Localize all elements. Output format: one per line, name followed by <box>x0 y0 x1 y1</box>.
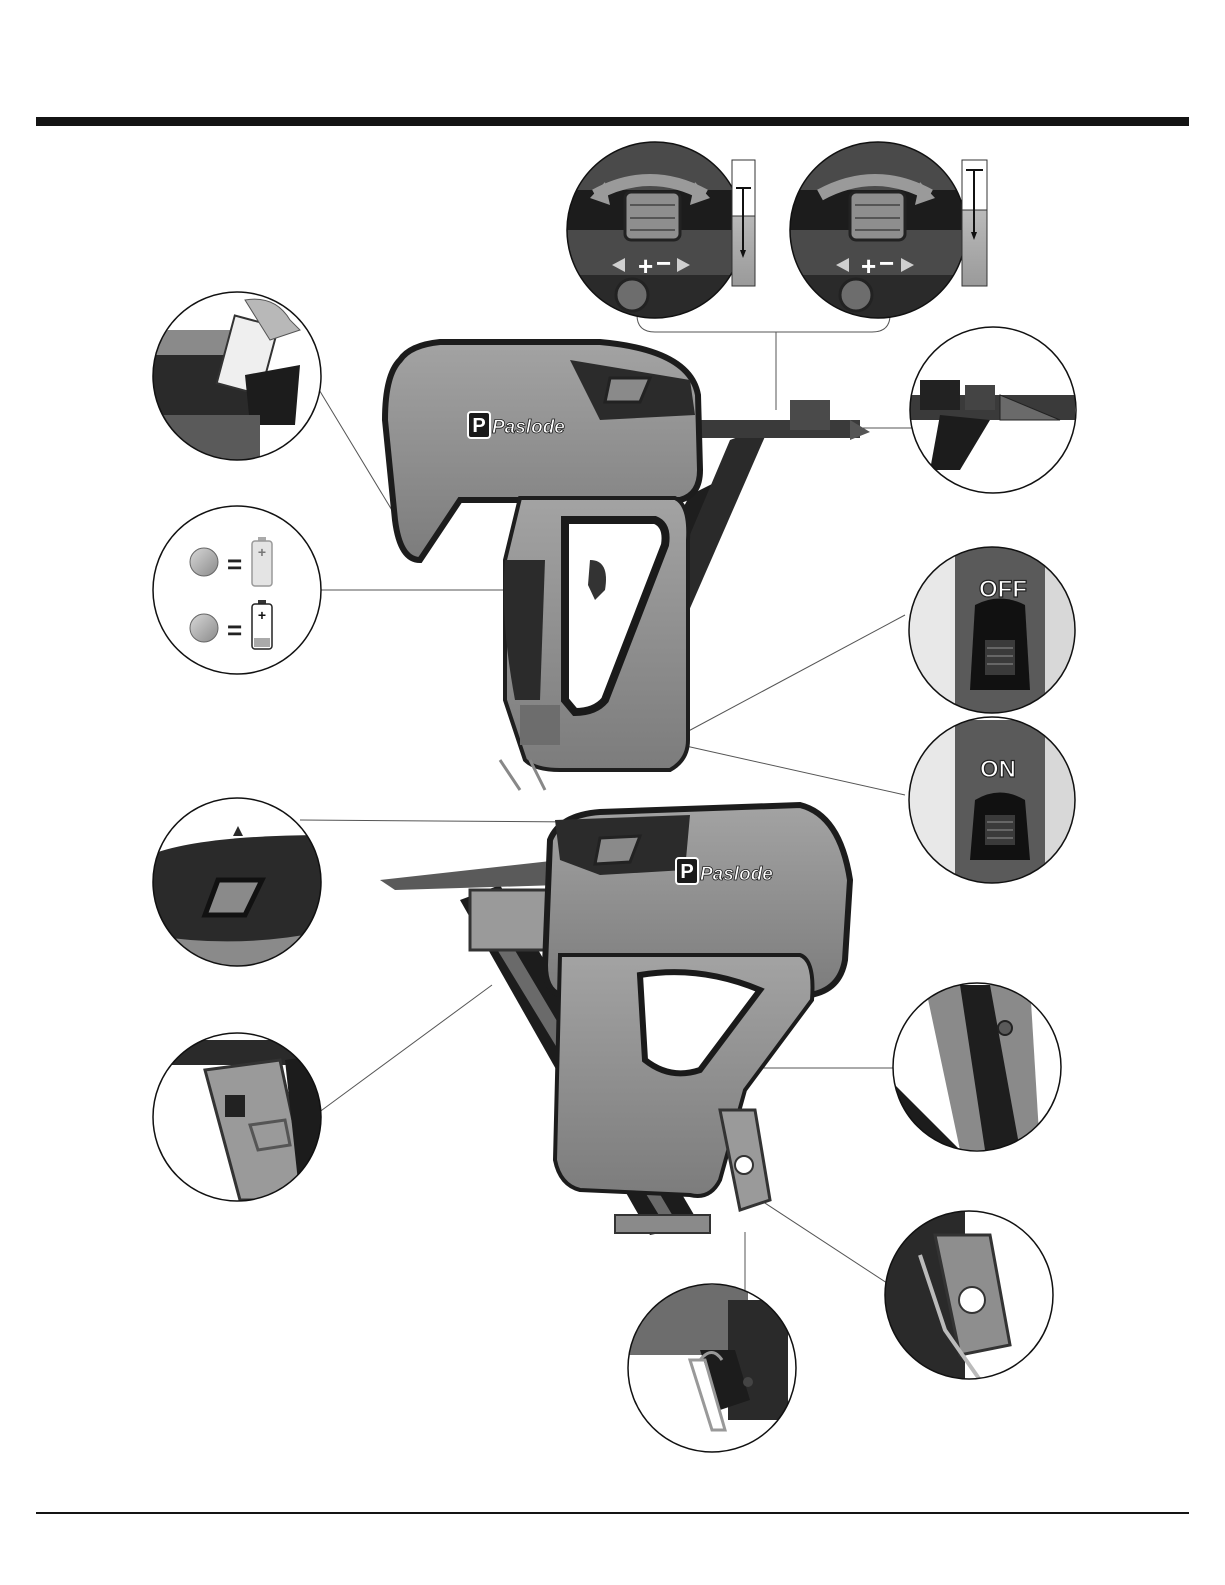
nail-depth-deep-icon <box>732 160 755 286</box>
svg-text:+: + <box>258 544 266 560</box>
callout-nosepiece <box>905 327 1076 493</box>
svg-text:−: − <box>656 248 671 278</box>
svg-text:Paslode: Paslode <box>700 864 773 885</box>
callout-battery-indicator: = + = + <box>153 506 321 674</box>
svg-text:P: P <box>680 861 693 883</box>
svg-text:+: + <box>258 607 266 623</box>
callout-handle-grip <box>890 983 1061 1151</box>
nailer-top-view: P Paslode <box>385 342 870 790</box>
callout-magazine-latch <box>150 1033 330 1201</box>
callout-belt-hook <box>885 1210 1053 1380</box>
battery-full-icon: + <box>252 537 272 586</box>
callout-exhaust-vent <box>150 798 330 970</box>
svg-text:=: = <box>227 549 242 579</box>
svg-text:OFF: OFF <box>979 576 1027 603</box>
battery-low-icon: + <box>252 600 272 649</box>
nailer-bottom-view: P Paslode <box>380 805 850 1235</box>
svg-text:=: = <box>227 615 242 645</box>
svg-text:Paslode: Paslode <box>492 417 565 438</box>
callout-depth-adjust-shallower: + − <box>785 142 985 325</box>
svg-text:P: P <box>472 415 485 437</box>
svg-text:+: + <box>861 251 876 281</box>
callout-power-switch-off: OFF <box>905 545 1075 715</box>
callout-power-switch-on: ON <box>905 717 1075 885</box>
svg-text:+: + <box>638 251 653 281</box>
callout-fuel-cell-insert <box>150 292 321 465</box>
callout-contact-trip <box>628 1284 796 1452</box>
callout-depth-adjust-deeper: + − <box>560 142 760 325</box>
svg-text:−: − <box>879 248 894 278</box>
svg-text:ON: ON <box>980 756 1016 783</box>
nail-depth-shallow-icon <box>962 160 987 286</box>
